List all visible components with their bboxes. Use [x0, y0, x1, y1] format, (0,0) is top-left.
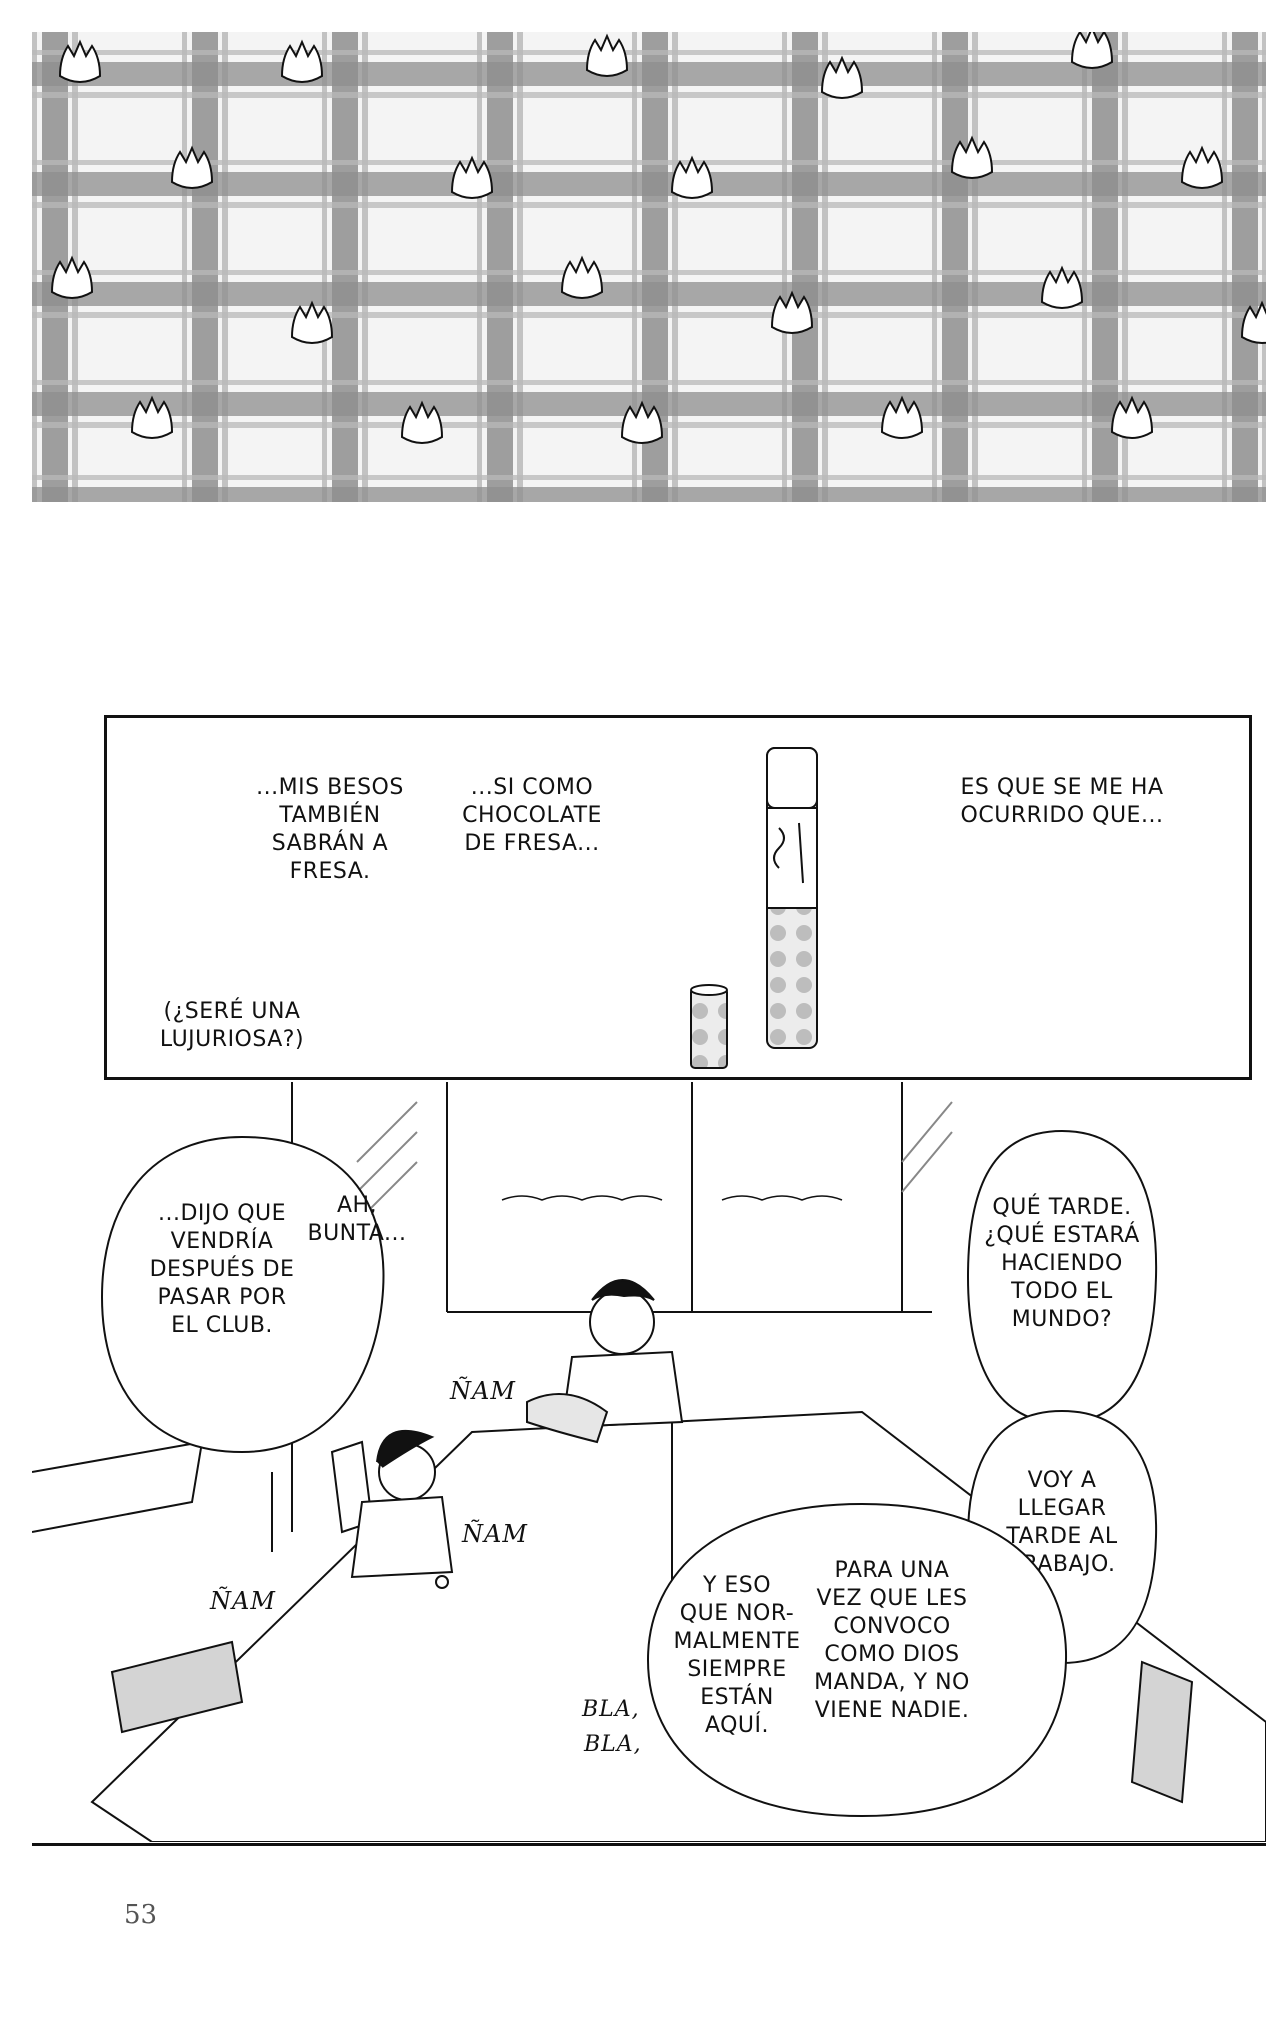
plaid-vertical-stripe	[517, 32, 523, 502]
plaid-vertical-stripe	[632, 32, 637, 502]
bubble-ah-bunta: AH, BUNTA...	[307, 1193, 407, 1246]
plaid-vertical-stripe	[222, 32, 228, 502]
plaid-horizontal-stripe	[32, 312, 1266, 318]
tulip-icon	[1240, 300, 1266, 344]
plaid-vertical-stripe	[192, 32, 218, 502]
tulip-icon	[1110, 395, 1154, 439]
candy-tube-illustration	[690, 747, 818, 1069]
sfx-nam-3: ÑAM	[210, 1587, 276, 1615]
plaid-vertical-stripe	[182, 32, 187, 502]
caption-mis-besos: ...MIS BESOS TAMBIÉN SABRÁN A FRESA.	[256, 775, 404, 884]
bubble-que-tarde: QUÉ TARDE. ¿QUÉ ESTARÁ HACIENDO TODO EL …	[984, 1195, 1140, 1332]
tulip-icon	[820, 55, 864, 99]
speech-bubble-center	[646, 1502, 1068, 1818]
tulip-icon	[290, 300, 334, 344]
tulip-icon	[58, 39, 102, 83]
plaid-horizontal-stripe	[32, 160, 1266, 165]
plaid-vertical-stripe	[332, 32, 358, 502]
plaid-vertical-stripe	[942, 32, 968, 502]
plaid-horizontal-stripe	[32, 487, 1266, 502]
caption-es-que: ES QUE SE ME HA OCURRIDO QUE...	[960, 775, 1164, 828]
plaid-vertical-stripe	[32, 32, 37, 502]
tulip-icon	[1040, 265, 1084, 309]
sfx-nam-1: ÑAM	[450, 1377, 516, 1405]
plaid-horizontal-stripe	[32, 392, 1266, 416]
caption-si-como: ...SI COMO CHOCOLATE DE FRESA...	[462, 775, 602, 856]
plaid-horizontal-stripe	[32, 50, 1266, 55]
classroom-panel: ...DIJO QUE VENDRÍA DESPUÉS DE PASAR POR…	[32, 1082, 1266, 1842]
plaid-curtain-panel	[32, 32, 1266, 502]
sfx-bla-1: BLA,	[582, 1697, 640, 1722]
tulip-icon	[950, 135, 994, 179]
plaid-vertical-stripe	[972, 32, 978, 502]
tulip-icon	[770, 290, 814, 334]
plaid-vertical-stripe	[782, 32, 787, 502]
caption-lujuriosa: (¿SERÉ UNA LUJURIOSA?)	[159, 999, 305, 1052]
plaid-vertical-stripe	[1082, 32, 1087, 502]
bubble-para-una-vez: PARA UNA VEZ QUE LES CONVOCO COMO DIOS M…	[814, 1558, 970, 1723]
speech-bubble-left	[100, 1135, 385, 1454]
plaid-vertical-stripe	[1262, 32, 1266, 502]
tulip-icon	[1180, 145, 1224, 189]
plaid-vertical-stripe	[477, 32, 482, 502]
plaid-horizontal-stripe	[32, 172, 1266, 196]
page-number: 53	[124, 1900, 158, 1930]
tulip-icon	[280, 39, 324, 83]
tulip-icon	[450, 155, 494, 199]
plaid-horizontal-stripe	[32, 380, 1266, 385]
plaid-vertical-stripe	[1222, 32, 1227, 502]
tulip-icon	[1070, 32, 1114, 69]
bubble-voy-a-llegar: VOY A LLEGAR TARDE AL TRABAJO.	[1006, 1468, 1118, 1577]
plaid-vertical-stripe	[792, 32, 818, 502]
tulip-icon	[560, 255, 604, 299]
plaid-vertical-stripe	[672, 32, 678, 502]
plaid-vertical-stripe	[822, 32, 828, 502]
plaid-horizontal-stripe	[32, 475, 1266, 480]
tulip-icon	[880, 395, 924, 439]
plaid-horizontal-stripe	[32, 202, 1266, 208]
tulip-icon	[585, 33, 629, 77]
plaid-vertical-stripe	[1232, 32, 1258, 502]
plaid-horizontal-stripe	[32, 92, 1266, 98]
plaid-vertical-stripe	[322, 32, 327, 502]
caption-panel: ...MIS BESOS TAMBIÉN SABRÁN A FRESA. ...…	[104, 715, 1252, 1080]
plaid-horizontal-stripe	[32, 62, 1266, 86]
page-bottom-rule	[32, 1843, 1266, 1846]
tulip-icon	[130, 395, 174, 439]
tulip-icon	[50, 255, 94, 299]
tulip-icon	[620, 400, 664, 444]
plaid-horizontal-stripe	[32, 270, 1266, 275]
plaid-vertical-stripe	[1122, 32, 1128, 502]
bubble-y-eso: Y ESO QUE NOR- MALMENTE SIEMPRE ESTÁN AQ…	[673, 1573, 801, 1738]
plaid-vertical-stripe	[487, 32, 513, 502]
plaid-pattern	[32, 32, 1266, 502]
tulip-icon	[400, 400, 444, 444]
bubble-dijo-que: ...DIJO QUE VENDRÍA DESPUÉS DE PASAR POR…	[149, 1201, 295, 1338]
tulip-icon	[670, 155, 714, 199]
plaid-vertical-stripe	[362, 32, 368, 502]
sfx-bla-2: BLA,	[584, 1732, 642, 1757]
tulip-icon	[170, 145, 214, 189]
sfx-nam-2: ÑAM	[462, 1520, 528, 1548]
plaid-vertical-stripe	[932, 32, 937, 502]
